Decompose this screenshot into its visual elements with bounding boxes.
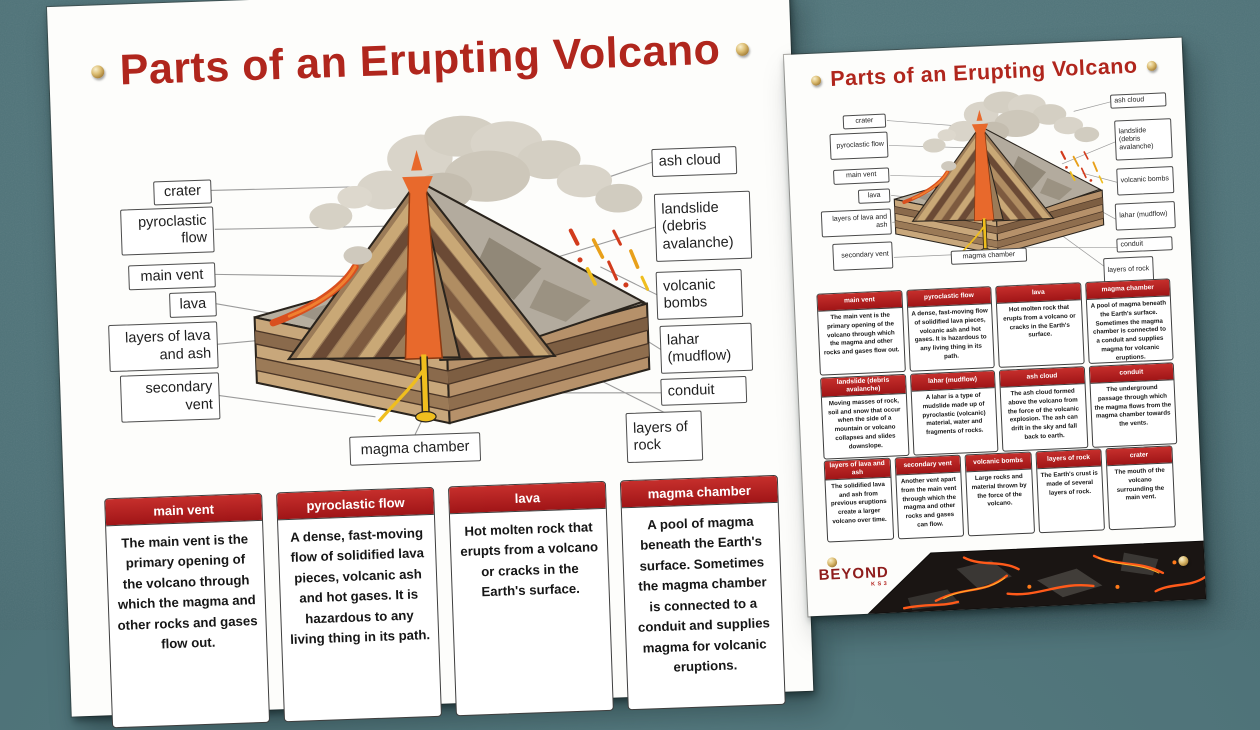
definition-text: The main vent is the primary opening of … — [823, 311, 900, 357]
definition-text: A lahar is a type of mudslide made up of… — [922, 391, 986, 437]
pin-icon — [811, 74, 822, 86]
label-ash-cloud: ash cloud — [1109, 92, 1167, 109]
label-secondary-vent: secondary vent — [119, 372, 221, 423]
label-lava: lava — [169, 291, 217, 318]
volcano-illustration-slot — [880, 86, 1115, 264]
label-crater: crater — [842, 113, 887, 130]
label-lava: lava — [857, 188, 891, 204]
poster-large[interactable]: Parts of an Erupting Volcano — [46, 0, 814, 729]
definition-card-landslide: landslide (debris avalanche)Moving masse… — [820, 373, 910, 460]
definition-text: A dense, fast-moving flow of solidified … — [911, 307, 988, 361]
label-landslide: landslide (debris avalanche) — [1114, 118, 1173, 161]
label-layers-of-rock: layers of rock — [625, 410, 704, 464]
pin-icon — [1146, 60, 1157, 71]
definition-text: Hot molten rock that erupts from a volca… — [460, 519, 599, 600]
definition-text: A pool of magma beneath the Earth's surf… — [1090, 299, 1167, 362]
definition-text: A pool of magma beneath the Earth's surf… — [637, 513, 771, 675]
pin-icon — [90, 65, 105, 79]
definition-card-pyroclastic-flow: pyroclastic flow A dense, fast-moving fl… — [276, 486, 442, 723]
definition-text: Another vent apart from the main vent th… — [900, 475, 957, 529]
label-pyroclastic-flow: pyroclastic flow — [120, 206, 215, 256]
volcano-illustration — [893, 91, 1105, 256]
beyond-logo: BEYOND KS3 — [818, 557, 889, 590]
pin-icon — [736, 42, 750, 57]
label-magma-chamber: magma chamber — [349, 432, 482, 466]
definition-text: The main vent is the primary opening of … — [117, 531, 258, 652]
definition-text: The underground passage through which th… — [1094, 383, 1172, 428]
definition-cards-row-2: landslide (debris avalanche)Moving masse… — [820, 362, 1178, 460]
label-conduit: conduit — [660, 375, 748, 406]
definition-text: The solidified lava and ash from previou… — [830, 480, 887, 526]
label-conduit: conduit — [1116, 236, 1173, 253]
label-landslide: landslide (debris avalanche) — [653, 190, 753, 262]
label-lahar: lahar (mudflow) — [659, 322, 754, 374]
label-main-vent: main vent — [128, 262, 216, 291]
definition-text: The ash cloud formed above the volcano f… — [1007, 387, 1080, 441]
label-crater: crater — [153, 179, 212, 206]
volcano-illustration-slot — [229, 107, 670, 439]
volcano-diagram: crater pyroclastic flow main vent lava l… — [78, 73, 777, 495]
label-main-vent: main vent — [832, 167, 890, 185]
label-volcanic-bombs: volcanic bombs — [1116, 166, 1175, 196]
definition-card-lava: lava Hot molten rock that erupts from a … — [447, 480, 614, 717]
definition-text: Large rocks and material thrown by the f… — [971, 472, 1027, 508]
label-lahar: lahar (mudflow) — [1114, 201, 1176, 231]
label-layers-of-lava-and-ash: layers of lava and ash — [108, 321, 219, 373]
volcano-illustration — [253, 115, 651, 425]
definition-card-main-vent: main vent The main vent is the primary o… — [104, 492, 271, 729]
label-ash-cloud: ash cloud — [651, 146, 738, 178]
label-layers-of-lava-and-ash: layers of lava and ash — [820, 208, 892, 238]
label-volcanic-bombs: volcanic bombs — [655, 268, 744, 320]
definition-text: Hot molten rock that erupts from a volca… — [1002, 303, 1076, 339]
definition-card-lahar: lahar (mudflow)A lahar is a type of muds… — [909, 370, 999, 456]
definition-text: The Earth's crust is made of several lay… — [1040, 469, 1098, 497]
definition-text: Moving masses of rock, soil and snow tha… — [827, 397, 901, 451]
label-pyroclastic-flow: pyroclastic flow — [829, 131, 889, 161]
definition-card-magma-chamber: magma chamber A pool of magma beneath th… — [619, 474, 786, 711]
definition-cards-row: main vent The main vent is the primary o… — [104, 474, 786, 729]
poster-small[interactable]: Parts of an Erupting Volcano — [783, 37, 1207, 617]
definition-text: The mouth of the volcano surrounding the… — [1114, 466, 1165, 502]
label-secondary-vent: secondary vent — [832, 241, 894, 271]
volcano-diagram: crater pyroclastic flow main vent lava l… — [796, 77, 1182, 285]
definition-text: A dense, fast-moving flow of solidified … — [289, 525, 431, 648]
poster-footer: BEYOND KS3 — [806, 533, 1207, 616]
